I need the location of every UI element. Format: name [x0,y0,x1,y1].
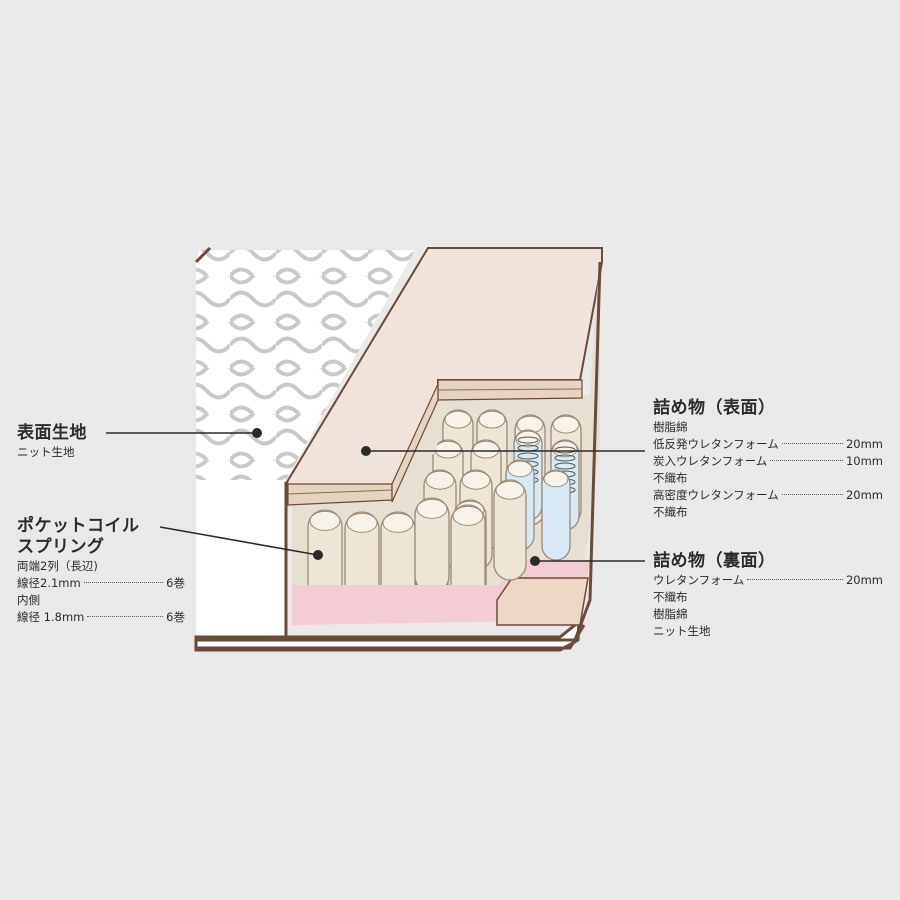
pocket-coil-spring [414,497,450,585]
pocket-coil-spring [307,509,343,585]
coil-group [307,409,582,585]
quilted-surface [196,250,415,480]
filling-bottom-line: 樹脂綿 [653,607,688,621]
pocket-coil-title-1: ポケットコイル [17,516,140,536]
pocket-coil-spring [541,469,571,561]
cut-step-side [391,383,439,503]
surface-fabric-title: 表面生地 [17,423,87,443]
pocket-coil-line: 内側 [17,593,40,607]
mattress-side [196,480,286,640]
leader-lines [106,432,645,562]
pocket-coil-spring [493,479,527,581]
filling-top-line: 不織布 [653,505,688,519]
filling-top-line: 不織布 [653,471,688,485]
filling-bottom-title: 詰め物（裏面） [653,551,776,571]
pocket-coil-spring [380,511,416,585]
pocket-coil-spring [344,511,380,585]
surface-fabric-detail: ニット生地 [17,445,75,459]
filling-top-line: 樹脂綿 [653,420,688,434]
surface-fabric-label: 表面生地 ニット生地 [17,423,87,461]
filling-bottom-line: 不織布 [653,590,688,604]
filling-top-title: 詰め物（表面） [653,398,776,418]
pocket-coil-spring [450,504,486,585]
pocket-coil-line: 両端2列（長辺) [17,559,98,573]
mattress-outline [194,246,602,642]
bottom-foam-layer [496,577,589,626]
leader-dots [252,428,540,566]
pocket-coil-title-2: スプリング [17,537,105,557]
filling-bottom-line: ニット生地 [653,624,711,638]
